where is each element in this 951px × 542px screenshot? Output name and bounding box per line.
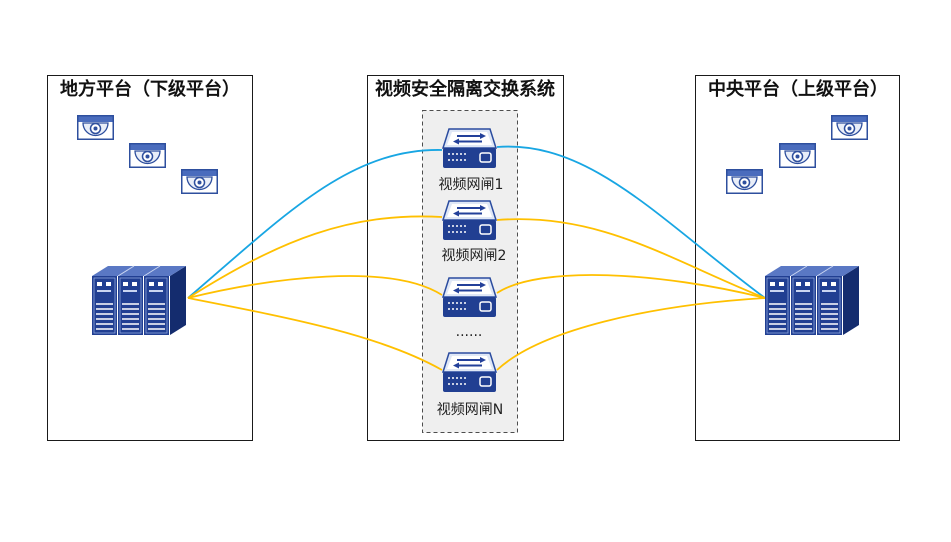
link-local-to-gateway-1: [187, 149, 443, 299]
central-server-rack-icon: [765, 266, 859, 335]
gateway-1-label: 视频网闸1: [439, 177, 504, 193]
dome-camera-icon: [129, 143, 166, 168]
gateway-ellipsis: ......: [456, 324, 483, 340]
central-platform-panel: [695, 75, 900, 441]
local-server-rack-icon: [92, 266, 186, 335]
gateway-n-label: 视频网闸N: [437, 402, 503, 418]
gateway-2-label: 视频网闸2: [442, 248, 507, 264]
gateway-n-icon: [442, 352, 497, 393]
link-local-to-gateway-2: [187, 215, 443, 299]
dome-camera-icon: [77, 115, 114, 140]
dome-camera-icon: [831, 115, 868, 140]
dome-camera-icon: [779, 143, 816, 168]
link-gateway-2-to-central: [496, 218, 766, 299]
link-gateway-1-to-central: [496, 145, 766, 299]
link-gateway-3-to-central: [496, 274, 766, 299]
link-gateway-n-to-central: [496, 297, 766, 371]
central-platform-title: 中央平台（上级平台）: [708, 78, 888, 100]
dome-camera-icon: [726, 169, 763, 194]
link-local-to-gateway-n: [187, 297, 443, 371]
local-platform-title: 地方平台（下级平台）: [60, 78, 240, 100]
gateway-1-icon: [442, 128, 497, 169]
link-local-to-gateway-3: [187, 275, 443, 299]
exchange-system-title: 视频安全隔离交换系统: [375, 78, 555, 100]
dome-camera-icon: [181, 169, 218, 194]
gateway-2-icon: [442, 200, 497, 241]
gateway-3-icon: [442, 277, 497, 318]
